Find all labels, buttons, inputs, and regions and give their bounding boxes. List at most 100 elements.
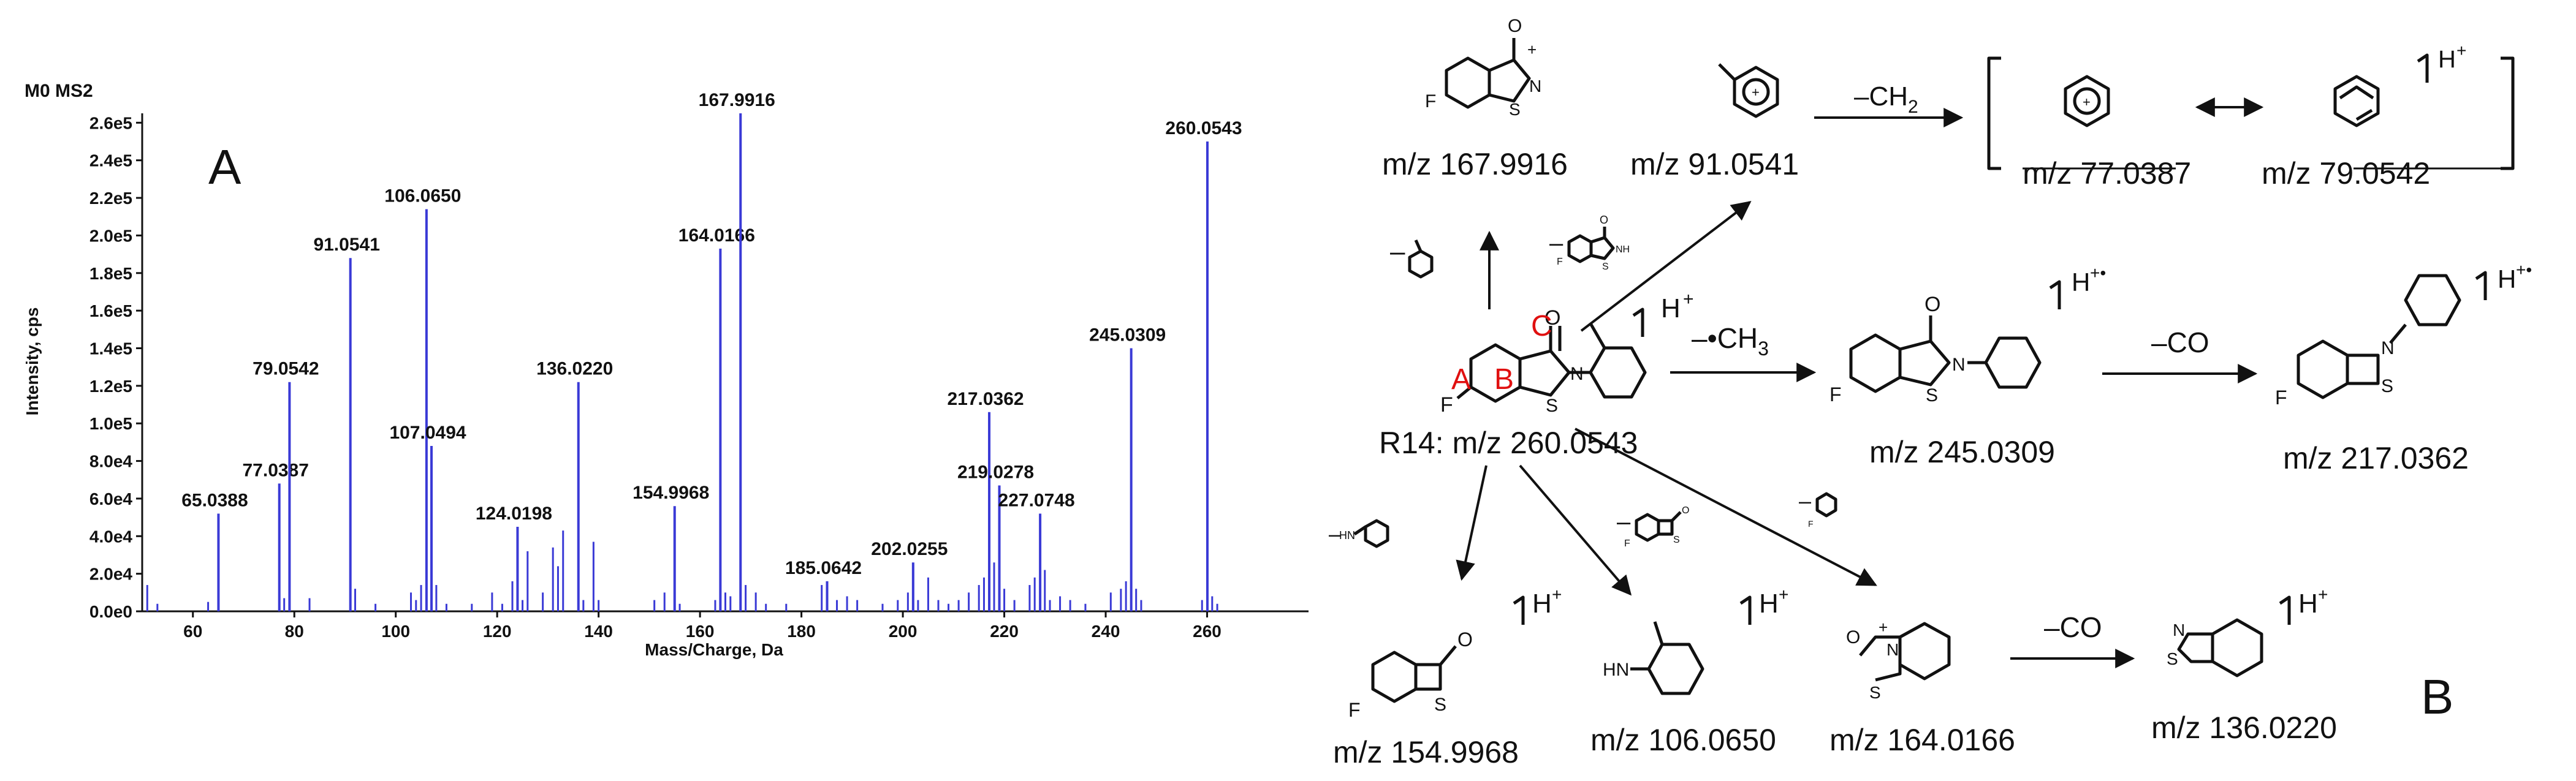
- loss-ch3-text: –•CH3: [1692, 322, 1769, 360]
- radical-cation-245: +•: [2090, 263, 2106, 282]
- svg-text:–: –: [1549, 230, 1563, 257]
- y-tick-label: 4.0e4: [89, 527, 132, 546]
- svg-text:O: O: [1846, 627, 1860, 647]
- svg-text:H: H: [1532, 589, 1552, 619]
- svg-text:+: +: [1779, 585, 1788, 604]
- y-tick-label: 1.0e5: [89, 414, 132, 433]
- svg-text:–: –: [1390, 236, 1405, 266]
- peak-label: 260.0543: [1165, 118, 1242, 138]
- svg-text:+: +: [1552, 585, 1562, 604]
- y-tick-label: 0.0e0: [89, 602, 132, 621]
- svg-text:S: S: [1673, 535, 1680, 545]
- svg-text:S: S: [1926, 385, 1938, 406]
- x-tick-label: 220: [990, 622, 1019, 641]
- chart-title: M0 MS2: [25, 81, 93, 101]
- precursor-hplus: H: [1661, 293, 1681, 323]
- x-tick-label: 60: [183, 622, 202, 641]
- svg-text:S: S: [1602, 262, 1609, 272]
- sulfur-atom: S: [1546, 396, 1558, 416]
- svg-text:N: N: [1952, 355, 1966, 375]
- fragmentation-scheme-panel: B F O N S A B C R14: m/z 260.0543 H +: [1329, 16, 2532, 769]
- label-136: m/z 136.0220: [2151, 711, 2337, 745]
- svg-text:NH: NH: [1616, 244, 1630, 255]
- svg-text:S: S: [2167, 649, 2178, 668]
- label-217: m/z 217.0362: [2283, 441, 2469, 475]
- oxygen-atom: O: [1544, 306, 1560, 330]
- arrow-to-91: [1580, 201, 1752, 332]
- ring-c-hexagon: [1589, 346, 1647, 399]
- arrow-to-155: [1456, 465, 1487, 581]
- resonance-bracket: + H + m/z 77.0387 m/z 79.0542: [1987, 41, 2515, 191]
- svg-text:O: O: [1682, 505, 1689, 516]
- label-91: m/z 91.0541: [1630, 147, 1799, 181]
- svg-text:N: N: [1886, 640, 1899, 659]
- arrow-to-164: [1575, 428, 1877, 586]
- svg-text:H: H: [2072, 268, 2090, 296]
- svg-text:S: S: [1509, 100, 1521, 119]
- neutral-loss-thiete: – O S F: [1617, 505, 1689, 549]
- loss-co-1-text: –CO: [2151, 326, 2209, 358]
- peak-label: 245.0309: [1089, 325, 1166, 345]
- svg-text:H: H: [2498, 265, 2516, 293]
- svg-text:HN: HN: [1339, 529, 1355, 541]
- x-tick-label: 260: [1193, 622, 1222, 641]
- svg-text:+: +: [1752, 85, 1760, 100]
- y-tick-label: 2.0e5: [89, 226, 132, 245]
- loss-co-2-text: –CO: [2044, 611, 2102, 643]
- svg-text:+: +: [1683, 289, 1694, 309]
- y-tick-label: 6.0e4: [89, 489, 132, 508]
- y-axis-label: Intensity, cps: [23, 307, 42, 416]
- svg-text:F: F: [1348, 699, 1361, 721]
- svg-text:N: N: [1529, 77, 1541, 96]
- y-tick-label: 8.0e4: [89, 452, 132, 471]
- peak-label: 124.0198: [476, 504, 552, 524]
- minor-peaks-group: [146, 530, 1218, 611]
- x-tick-label: 200: [889, 622, 918, 641]
- precursor-label: R14: m/z 260.0543: [1379, 426, 1638, 460]
- y-axis-ticks: 0.0e02.0e44.0e46.0e48.0e41.0e51.2e51.4e5…: [89, 113, 142, 621]
- svg-text:S: S: [2381, 376, 2393, 396]
- y-tick-label: 1.4e5: [89, 339, 132, 358]
- label-167: m/z 167.9916: [1382, 147, 1568, 181]
- peak-label: 164.0166: [678, 225, 755, 246]
- svg-text:O: O: [1600, 214, 1608, 226]
- peak-label: 154.9968: [633, 483, 709, 503]
- peak-label: 217.0362: [947, 389, 1024, 409]
- svg-text:+: +: [1527, 40, 1537, 59]
- svg-text:F: F: [1624, 538, 1630, 549]
- neutral-loss-toluene: –: [1390, 236, 1434, 279]
- peak-label: 79.0542: [253, 359, 319, 379]
- svg-text:O: O: [1508, 16, 1522, 36]
- svg-text:O: O: [1457, 628, 1473, 651]
- ms2-spectrum-panel: M0 MS2 A Intensity, cps Mass/Charge, Da …: [23, 81, 1309, 659]
- labeled-peaks-group: 65.038877.038779.054291.0541106.0650107.…: [181, 90, 1242, 611]
- ring-label-a: A: [1451, 363, 1471, 396]
- label-77: m/z 77.0387: [2023, 156, 2191, 191]
- y-tick-label: 2.4e5: [89, 151, 132, 170]
- fragment-167: O + N S F m/z 167.9916: [1382, 16, 1568, 181]
- peak-label: 167.9916: [699, 90, 775, 110]
- svg-text:S: S: [1869, 683, 1881, 702]
- label-164: m/z 164.0166: [1829, 723, 2015, 757]
- panel-letter-b: B: [2421, 670, 2453, 724]
- arrow-to-106: [1519, 464, 1632, 596]
- peak-label: 107.0494: [389, 423, 466, 443]
- x-tick-label: 100: [381, 622, 410, 641]
- label-155: m/z 154.9968: [1333, 735, 1519, 769]
- fragment-136: N S H + m/z 136.0220: [2151, 585, 2337, 745]
- svg-text:F: F: [1808, 519, 1814, 529]
- svg-text:–: –: [1329, 521, 1341, 546]
- svg-text:HN: HN: [1603, 660, 1629, 680]
- svg-text:H: H: [2298, 589, 2318, 619]
- peak-label: 219.0278: [957, 462, 1034, 482]
- ring-b-five-membered: [1519, 349, 1571, 397]
- peak-label: 227.0748: [998, 490, 1075, 510]
- y-tick-label: 2.6e5: [89, 113, 132, 132]
- y-tick-label: 2.2e5: [89, 189, 132, 208]
- svg-text:H: H: [1759, 589, 1779, 619]
- peak-label: 106.0650: [384, 186, 461, 206]
- precursor-structure: F O N S A B C R14: m/z 260.0543 H +: [1379, 289, 1694, 460]
- svg-text:N: N: [2173, 621, 2185, 640]
- svg-text:F: F: [1829, 383, 1842, 406]
